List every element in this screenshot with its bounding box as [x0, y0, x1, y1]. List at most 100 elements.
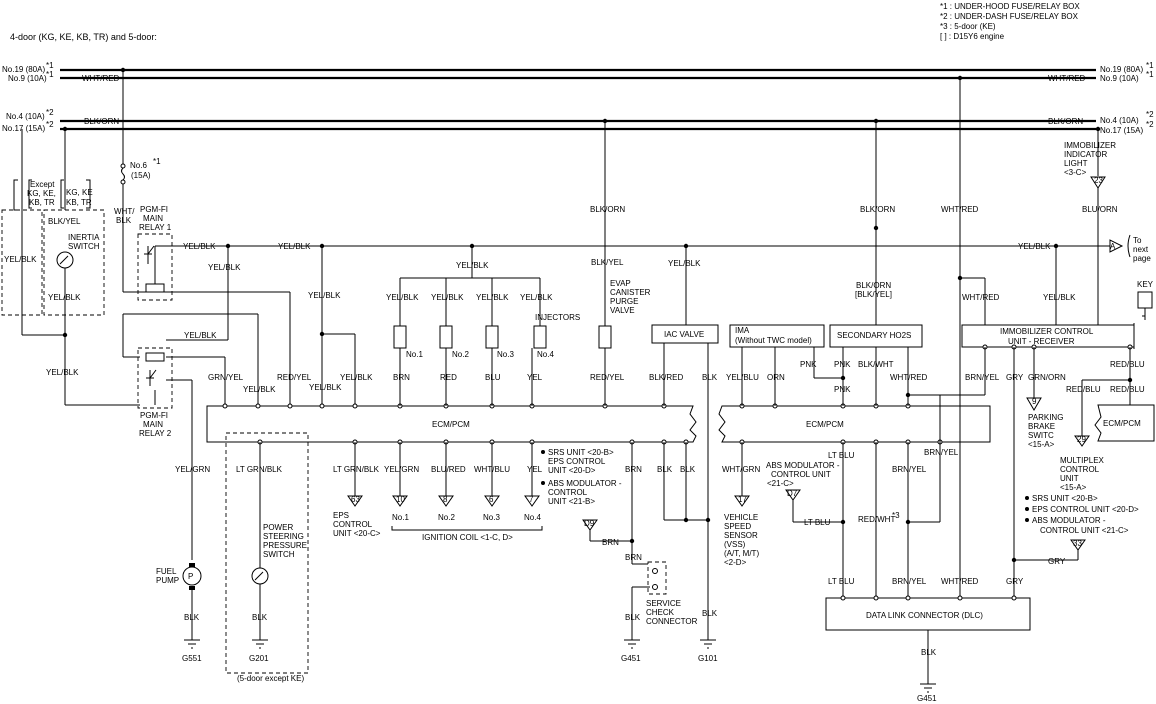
connector-coil4: 7 [529, 495, 534, 504]
srs-a-4: ABS MODULATOR - [548, 479, 622, 488]
relay1-label: PGM-FI [140, 205, 168, 214]
models-label: KG, KE [66, 188, 93, 197]
srs-a-2: EPS CONTROL [548, 457, 606, 466]
service-check-connector: BRN D9 BRN BRN BLK SERVICE CHECK CONNECT… [582, 442, 698, 663]
wire-label: WHT/RED [82, 74, 120, 83]
vss-label3: SENSOR [724, 531, 758, 540]
connector-mux: 29 [1077, 435, 1086, 444]
fuse-mark1: *1 [153, 157, 161, 166]
wire-label: YEL/BLK [520, 293, 553, 302]
connector-coil2: 8 [443, 495, 448, 504]
connector-eps: 63 [351, 495, 360, 504]
wire-label: YEL/BLK [476, 293, 509, 302]
immo-light-label3: LIGHT [1064, 159, 1088, 168]
legend: *1 : UNDER-HOOD FUSE/RELAY BOX *2 : UNDE… [940, 2, 1080, 41]
wire-label: PNK [834, 385, 851, 394]
wire-label: BLU/ORN [1082, 205, 1118, 214]
wire-label: YEL [527, 373, 543, 382]
wire-label: YEL/BLK [431, 293, 464, 302]
wire-label: WHT/RED [890, 373, 928, 382]
fuse-no9-left: No.9 (10A) [8, 74, 47, 83]
wire-label: WHT/RED [941, 205, 979, 214]
injectors-label: INJECTORS [535, 313, 580, 322]
wire-label: RED/WHT [858, 515, 895, 524]
immobilizer-control-unit: IMMOBILIZER CONTROL UNIT - RECEIVER YEL/… [961, 126, 1154, 560]
dlc-wiring: RED/WHT *3 BRN/YEL BRN/YEL BRN/YEL GRY D… [825, 395, 1031, 703]
multiplex-label3: UNIT [1060, 474, 1079, 483]
wire-label: YEL/BLK [340, 373, 373, 382]
vehicle-speed-sensor: WHT/GRN 17 VEHICLE SPEED SENSOR (VSS) (A… [722, 442, 760, 567]
wire-label: ORN [767, 373, 785, 382]
ecm-label: ECM/PCM [1103, 419, 1141, 428]
ignition-coil-label: IGNITION COIL <1-C, D> [422, 533, 513, 542]
parking-label3: SWITC [1028, 431, 1054, 440]
wire-label: RED/YEL [590, 373, 625, 382]
coil-no4: No.4 [524, 513, 541, 522]
wire-label: BLK [184, 613, 200, 622]
ho2s-label: SECONDARY HO2S [837, 331, 911, 340]
inertia-switch-area: Except KG, KE, KB, TR KG, KE KB, TR BLK/… [1, 126, 140, 406]
legend-item: [ ] : D15Y6 engine [940, 32, 1005, 41]
srs-list-b: SRS UNIT <20-B> EPS CONTROL UNIT <20-D> … [1011, 494, 1139, 566]
ps-label3: PRESSURE [263, 541, 307, 550]
wire-label: BLK/ORN [84, 117, 119, 126]
wire-label: [BLK/YEL] [855, 290, 892, 299]
wire-label: BLK/ORN [860, 205, 895, 214]
ignition-coils: LT GRN/BLK 63 EPS CONTROL UNIT <20-C> YE… [333, 442, 543, 542]
wire-label: BLK/YEL [591, 258, 624, 267]
parking-label2: BRAKE [1028, 422, 1055, 431]
connector-immo: 23 [1094, 176, 1103, 185]
fuse-no9-right: No.9 (10A) [1100, 74, 1139, 83]
wire-label: YEL/BLK [184, 331, 217, 340]
wire-label: WHT/RED [1048, 74, 1086, 83]
fuse-no17-right: No.17 (15A) [1100, 126, 1143, 135]
fuel-pump-label2: PUMP [156, 576, 179, 585]
wire-label: RED [440, 373, 457, 382]
to-next-label: To [1133, 236, 1142, 245]
srs-a-6: UNIT <21-B> [548, 497, 595, 506]
connector-abs: D7 [787, 489, 798, 498]
wire-label: BRN [625, 465, 642, 474]
fuel-pump: P FUEL PUMP BLK G551 [156, 563, 202, 663]
wire-label: YEL/BLK [278, 242, 311, 251]
wire-label: BLK/YEL [48, 217, 81, 226]
inertia-label2: SWITCH [68, 242, 100, 251]
vss-label2: SPEED [724, 522, 751, 531]
fuse-mark2: *2 [1146, 110, 1154, 119]
ps-label4: SWITCH [263, 550, 295, 559]
wire-label: BLK [252, 613, 268, 622]
wire-label: YEL/BLU [726, 373, 759, 382]
wire-label: BLK [116, 216, 132, 225]
wire-label: BRN/YEL [892, 577, 927, 586]
immo-light-label4: <3-C> [1064, 168, 1087, 177]
fuse-labels: No.19 (80A) *1 No.9 (10A) *1 No.4 (10A) … [2, 61, 1154, 135]
wire-label: BLK/WHT [858, 360, 894, 369]
ps-label: POWER [263, 523, 293, 532]
wire-label: YEL/BLK [46, 368, 79, 377]
wire-label: GRY [1006, 373, 1024, 382]
multiplex-label4: <15-A> [1060, 483, 1087, 492]
to-next-label2: next [1133, 245, 1149, 254]
ima-unit: IMA (Without TWC model) YEL/BLU ORN PNK [726, 324, 846, 406]
legend-item: *3 : 5-door (KE) [940, 22, 996, 31]
srs-a-1: SRS UNIT <20-B> [548, 448, 614, 457]
fuse-mark2: *2 [46, 108, 54, 117]
wire-label: YEL/BLK [243, 385, 276, 394]
wire-label: GRY [1006, 577, 1024, 586]
wire-label: WHT/RED [941, 577, 979, 586]
fuse-no19-right: No.19 (80A) [1100, 65, 1143, 74]
fuse-no17-left: No.17 (15A) [2, 124, 45, 133]
immo-light-label: IMMOBILIZER [1064, 141, 1116, 150]
srs-a-3: UNIT <20-D> [548, 466, 596, 475]
power-steering-pressure-switch: LT GRN/BLK POWER STEERING PRESSURE SWITC… [225, 432, 309, 683]
multiplex-label: MULTIPLEX [1060, 456, 1105, 465]
secondary-ho2s: BLK/ORN BLK/ORN [BLK/YEL] SECONDARY HO2S… [829, 118, 985, 406]
ima-label2: (Without TWC model) [735, 336, 812, 345]
yel-blk-bus: YEL/BLK YEL/BLK YEL/BLK A To next page [155, 234, 1151, 263]
fuse-mark1: *1 [46, 61, 54, 70]
power-buses [60, 68, 1096, 131]
wht-red-feed: WHT/RED WHT/RED WHT/RED [941, 75, 1000, 598]
multiplex-label2: CONTROL [1060, 465, 1100, 474]
models-label2: KB, TR [66, 198, 92, 207]
ps-label2: STEERING [263, 532, 304, 541]
